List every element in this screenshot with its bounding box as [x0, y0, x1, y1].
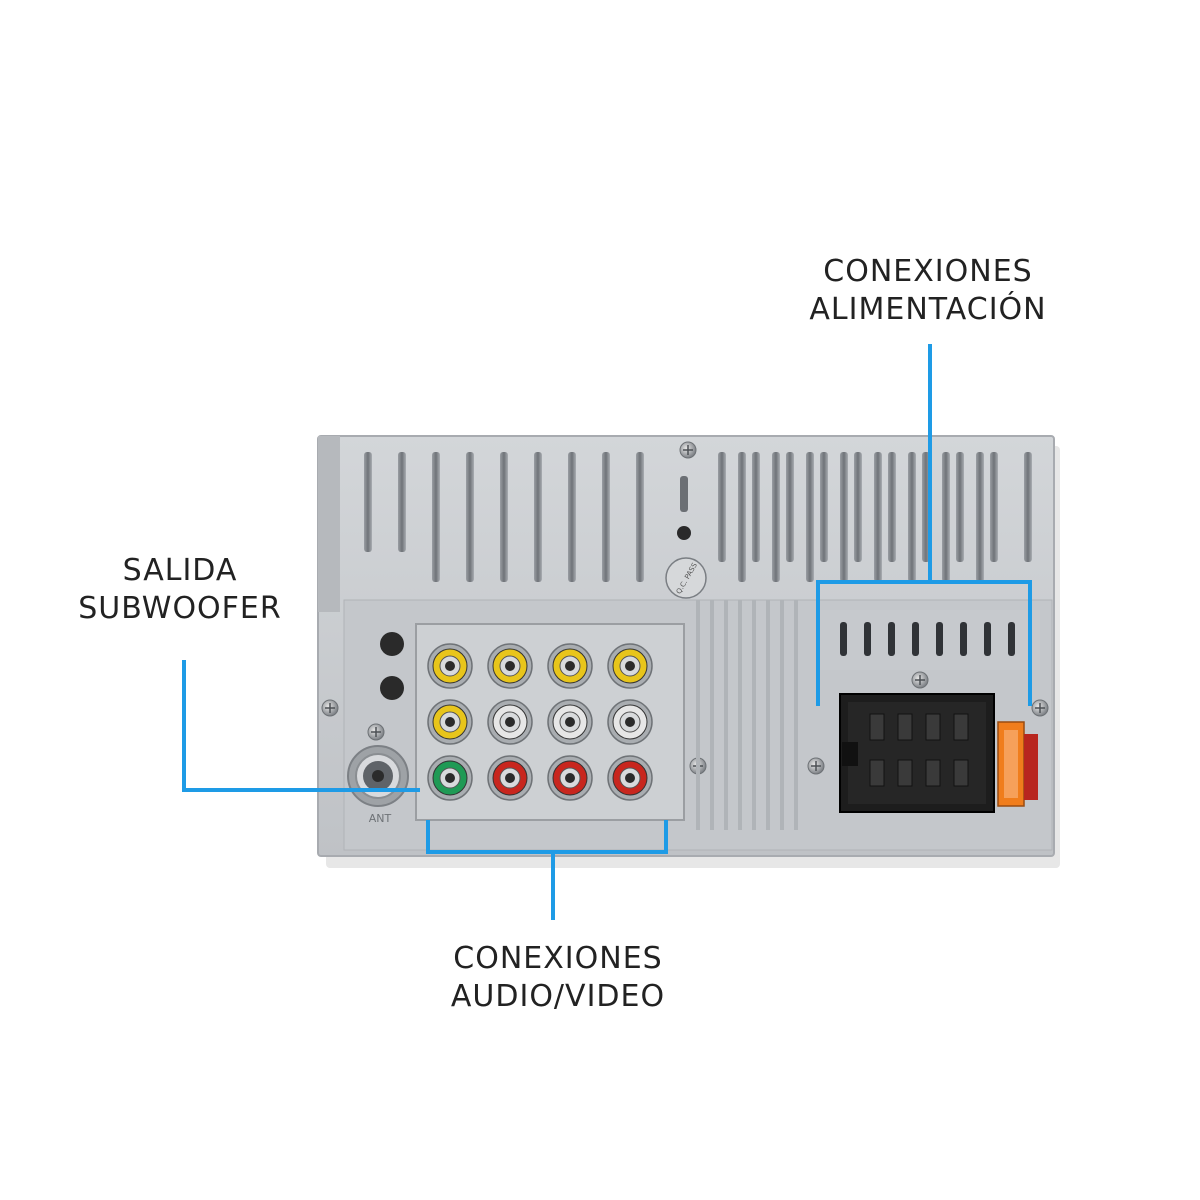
callout-av-line2: AUDIO/VIDEO — [450, 979, 666, 1014]
connector-vents-area — [820, 610, 1040, 670]
vent-slot — [568, 452, 576, 582]
callout-lines — [182, 344, 1032, 920]
vent-slot — [888, 452, 896, 562]
callout-bracket-av — [426, 820, 668, 854]
rca-jack-yellow[interactable] — [427, 699, 473, 745]
rca-jack-white[interactable] — [547, 699, 593, 745]
antenna-label: ANT — [369, 812, 392, 825]
middle-ribs — [696, 600, 798, 830]
screw-icon — [321, 699, 339, 717]
callout-line-subwoofer — [182, 660, 420, 792]
vent-slot — [1024, 452, 1032, 562]
connector-vents — [840, 622, 1015, 656]
vent-slot — [874, 452, 882, 582]
vent-slot — [984, 622, 991, 656]
vent-slot — [840, 622, 847, 656]
vent-slot — [772, 452, 780, 582]
vent-slot — [636, 452, 644, 582]
vent-slot — [864, 622, 871, 656]
vent-slot — [942, 452, 950, 582]
slot-icon — [680, 476, 688, 512]
vent-slot — [806, 452, 814, 582]
vent-slot — [854, 452, 862, 562]
mount-hole-icon — [677, 526, 691, 540]
mount-hole-icon — [380, 676, 404, 700]
chassis-side-rail — [318, 436, 340, 612]
vent-slot — [432, 452, 440, 582]
rib-line — [780, 600, 784, 830]
vent-slot — [912, 622, 919, 656]
vent-slot — [908, 452, 916, 582]
callout-power-connections: CONEXIONES ALIMENTACIÓN — [780, 253, 1076, 329]
rib-line — [724, 600, 728, 830]
rca-jacks — [427, 643, 653, 801]
vent-slot — [602, 452, 610, 582]
vent-slot — [976, 452, 984, 582]
mount-hole-icon — [380, 632, 404, 656]
rib-line — [696, 600, 700, 830]
vent-slot — [786, 452, 794, 562]
iso-power-connector[interactable] — [839, 693, 995, 813]
vent-slot — [466, 452, 474, 582]
vent-slot — [936, 622, 943, 656]
vent-slot — [752, 452, 760, 562]
rib-line — [710, 600, 714, 830]
callout-power-line2: ALIMENTACIÓN — [809, 292, 1047, 327]
qc-seal: Q.C. PASS — [665, 557, 707, 599]
rca-jack-green[interactable] — [427, 755, 473, 801]
rca-jack-red[interactable] — [487, 755, 533, 801]
vent-slot — [364, 452, 372, 552]
rca-jack-yellow[interactable] — [607, 643, 653, 689]
callout-subwoofer-line1: SALIDA — [122, 553, 238, 588]
callout-audio-video-connections: CONEXIONES AUDIO/VIDEO — [420, 940, 696, 1016]
rca-jack-red[interactable] — [607, 755, 653, 801]
screw-icon — [367, 723, 385, 741]
callout-subwoofer-line2: SUBWOOFER — [78, 591, 282, 626]
rca-jack-white[interactable] — [607, 699, 653, 745]
vent-slot — [398, 452, 406, 552]
rca-jack-yellow[interactable] — [487, 643, 533, 689]
screw-icon — [911, 671, 929, 689]
rca-jack-yellow[interactable] — [427, 643, 473, 689]
screw-icon — [679, 441, 697, 459]
rca-jack-red[interactable] — [547, 755, 593, 801]
rib-line — [766, 600, 770, 830]
vent-slot — [1008, 622, 1015, 656]
rca-jack-yellow[interactable] — [547, 643, 593, 689]
vent-slot — [960, 622, 967, 656]
fuse-icon — [997, 721, 1038, 807]
callout-power-line1: CONEXIONES — [823, 254, 1033, 289]
rib-line — [794, 600, 798, 830]
screw-icon — [807, 757, 825, 775]
callout-av-line1: CONEXIONES — [453, 941, 663, 976]
rca-jack-white[interactable] — [487, 699, 533, 745]
vent-slot — [820, 452, 828, 562]
vent-slot — [840, 452, 848, 582]
vent-slot — [888, 622, 895, 656]
rib-line — [752, 600, 756, 830]
callout-bracket-power — [816, 580, 1032, 706]
vent-slot — [500, 452, 508, 582]
antenna-port[interactable] — [347, 745, 409, 807]
screw-icon — [1031, 699, 1049, 717]
callout-subwoofer-output: SALIDA SUBWOOFER — [40, 552, 320, 628]
rib-line — [738, 600, 742, 830]
vent-slot — [990, 452, 998, 562]
vent-slot — [534, 452, 542, 582]
vent-slot — [718, 452, 726, 562]
vent-slot — [956, 452, 964, 562]
vent-slot — [738, 452, 746, 582]
